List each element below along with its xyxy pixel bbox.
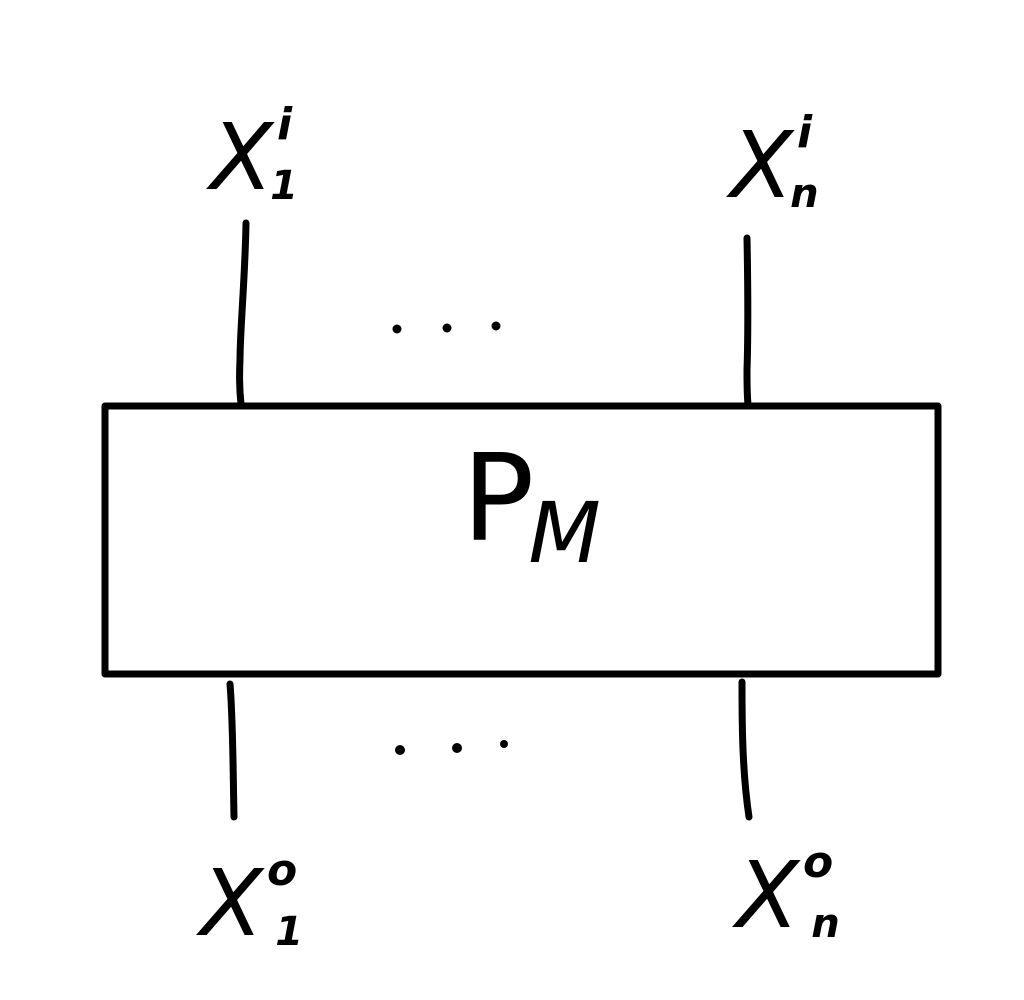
- box-label-sub: M: [528, 484, 601, 582]
- process-box: [101, 402, 942, 678]
- input-label-n-sup: i: [797, 107, 813, 158]
- output-label-1-base: X: [200, 850, 264, 957]
- output-label-n-base: X: [736, 842, 800, 949]
- input-label-1: Xi1: [210, 103, 316, 207]
- input-wire-1: [236, 219, 250, 408]
- input-label-n-base: X: [730, 112, 794, 219]
- input-wire-n: [743, 234, 752, 408]
- output-ellipsis: [395, 740, 508, 755]
- input-label-1-base: X: [210, 104, 274, 211]
- output-label-n: Xon: [736, 841, 858, 945]
- input-label-1-sup: i: [277, 99, 293, 150]
- input-label-n-sub: n: [790, 171, 819, 217]
- box-label-main: P: [462, 430, 535, 569]
- output-label-1: Xo1: [200, 849, 321, 953]
- input-ellipsis: [392, 321, 501, 334]
- input-label-n: Xin: [730, 111, 837, 215]
- output-label-n-sub: n: [811, 901, 840, 947]
- input-label-1-sub: 1: [270, 163, 298, 209]
- output-label-n-sup: o: [803, 837, 834, 888]
- output-label-1-sup: o: [267, 845, 298, 896]
- box-label: PM: [462, 440, 607, 576]
- output-wire-n: [738, 678, 753, 821]
- output-wire-1: [226, 680, 238, 821]
- output-label-1-sub: 1: [275, 909, 304, 955]
